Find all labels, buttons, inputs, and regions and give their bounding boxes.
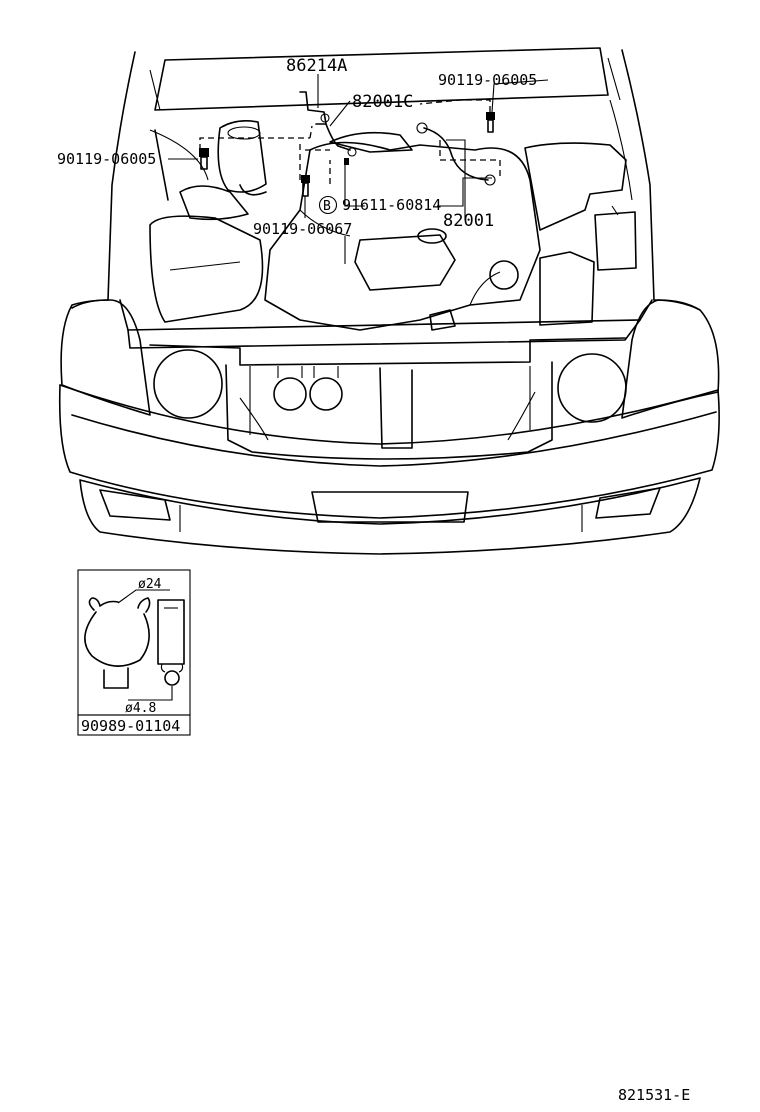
- label-82001: 82001: [443, 211, 494, 231]
- bolt-left-icon: [199, 148, 209, 170]
- clamp-detail-inset: ø24 ø4.8 90989-01104: [77, 569, 191, 736]
- label-82001c: 82001C: [352, 92, 413, 112]
- bolt-top-right-icon: [486, 112, 495, 133]
- label-bolt-center: 90119-06067: [253, 220, 352, 238]
- figure-code: 821531-E: [618, 1086, 690, 1104]
- leader-lines: [168, 74, 549, 264]
- label-bolt-top-right: 90119-06005: [438, 71, 537, 89]
- label-clamp-part: 91611-60814: [342, 196, 441, 214]
- label-86214a: 86214A: [286, 56, 347, 76]
- inset-part-number: 90989-01104: [81, 717, 180, 735]
- car-front-outline: [58, 47, 720, 555]
- ground-cable-short: [325, 123, 351, 151]
- inset-diameter-small: ø4.8: [125, 701, 156, 716]
- ground-cable-long: [423, 127, 489, 181]
- bolt-center-icon: [301, 175, 310, 197]
- clamp-marker-letter: B: [323, 199, 331, 214]
- ground-cable-parts: [199, 91, 501, 197]
- inset-diameter-large: ø24: [138, 577, 162, 592]
- label-bolt-left: 90119-06005: [57, 150, 156, 168]
- engine-bay: [149, 99, 637, 331]
- hood-bracket: [299, 91, 327, 125]
- clamp-callout: B 91611-60814: [318, 195, 441, 215]
